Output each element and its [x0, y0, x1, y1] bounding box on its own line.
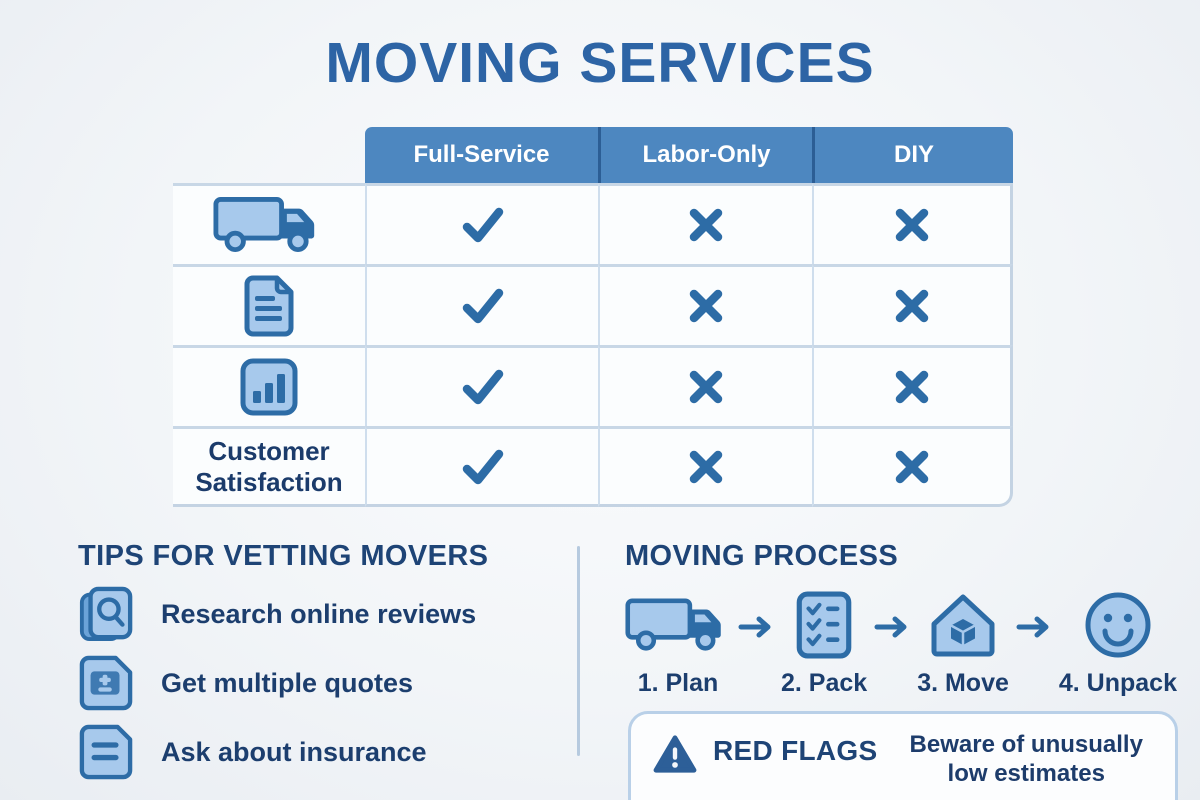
step-label: 1. Plan: [637, 669, 719, 697]
section-divider: [577, 546, 580, 756]
cell-chart-labor-only: [598, 345, 812, 426]
x-icon: [689, 289, 723, 323]
cell-document-labor-only: [598, 264, 812, 345]
insurance-icon: [78, 724, 134, 780]
table-corner-spacer: [173, 127, 365, 183]
list-item: Get multiple quotes: [78, 655, 548, 711]
cell-satisfaction-labor-only: [598, 426, 812, 507]
arrow-right-icon: [738, 615, 774, 644]
cell-truck-full-service: [365, 183, 598, 264]
quotes-icon: [78, 655, 134, 711]
x-icon: [895, 450, 929, 483]
bar-chart-icon: [240, 358, 298, 416]
check-icon: [462, 449, 503, 484]
row-label: Customer Satisfaction: [195, 435, 343, 497]
cell-document-full-service: [365, 264, 598, 345]
tips-heading: TIPS FOR VETTING MOVERS: [78, 540, 489, 572]
check-icon: [462, 369, 503, 405]
check-icon: [462, 288, 503, 324]
tip-label: Research online reviews: [161, 598, 477, 629]
step-label: 2. Pack: [781, 669, 868, 697]
document-icon: [244, 275, 294, 337]
search-reviews-icon: [78, 586, 134, 642]
list-item: Ask about insurance: [78, 724, 548, 780]
page-title: MOVING SERVICES: [325, 31, 875, 95]
comparison-table: Full-Service Labor-Only DIY: [173, 127, 1013, 507]
process-heading: MOVING PROCESS: [625, 540, 899, 572]
list-item: Research online reviews: [78, 586, 548, 642]
process-section: MOVING PROCESS 1. Plan: [625, 540, 1177, 698]
x-icon: [895, 370, 929, 404]
truck-icon: [213, 197, 315, 253]
row-header-customer-satisfaction: Customer Satisfaction: [173, 426, 365, 507]
x-icon: [895, 289, 929, 323]
cell-truck-labor-only: [598, 183, 812, 264]
step-label: 3. Move: [917, 669, 1009, 697]
red-flags-title: RED FLAGS: [713, 735, 878, 766]
cell-chart-full-service: [365, 345, 598, 426]
process-step-pack: 2. Pack: [781, 589, 867, 698]
column-header-labor-only: Labor-Only: [598, 127, 812, 183]
arrow-right-icon: [1016, 615, 1052, 644]
x-icon: [689, 208, 723, 242]
column-header-full-service: Full-Service: [365, 127, 598, 183]
house-icon: [930, 589, 996, 661]
row-header-truck: [173, 183, 365, 264]
checklist-icon: [796, 589, 852, 661]
process-step-move: 3. Move: [917, 589, 1009, 698]
cell-chart-diy: [812, 345, 1013, 426]
cell-truck-diy: [812, 183, 1013, 264]
cell-document-diy: [812, 264, 1013, 345]
tip-label: Ask about insurance: [161, 736, 427, 767]
x-icon: [689, 370, 723, 404]
red-flags-box: RED FLAGS Beware of unusually low estima…: [628, 711, 1178, 800]
x-icon: [689, 450, 723, 483]
warning-icon: [653, 734, 697, 779]
process-step-unpack: 4. Unpack: [1059, 589, 1177, 698]
check-icon: [462, 207, 503, 243]
row-header-document: [173, 264, 365, 345]
truck-icon: [625, 589, 731, 661]
process-step-plan: 1. Plan: [625, 589, 731, 698]
cell-satisfaction-diy: [812, 426, 1013, 507]
cell-satisfaction-full-service: [365, 426, 598, 507]
tip-label: Get multiple quotes: [161, 667, 414, 698]
x-icon: [895, 208, 929, 242]
smiley-icon: [1084, 589, 1152, 661]
arrow-right-icon: [874, 615, 910, 644]
column-header-diy: DIY: [812, 127, 1013, 183]
step-label: 4. Unpack: [1058, 669, 1177, 697]
red-flags-text: Beware of unusually low estimates: [909, 731, 1143, 787]
process-steps: 1. Plan 2. Pack: [625, 589, 1177, 698]
tips-section: TIPS FOR VETTING MOVERS Research online …: [78, 540, 548, 780]
row-header-bar-chart: [173, 345, 365, 426]
